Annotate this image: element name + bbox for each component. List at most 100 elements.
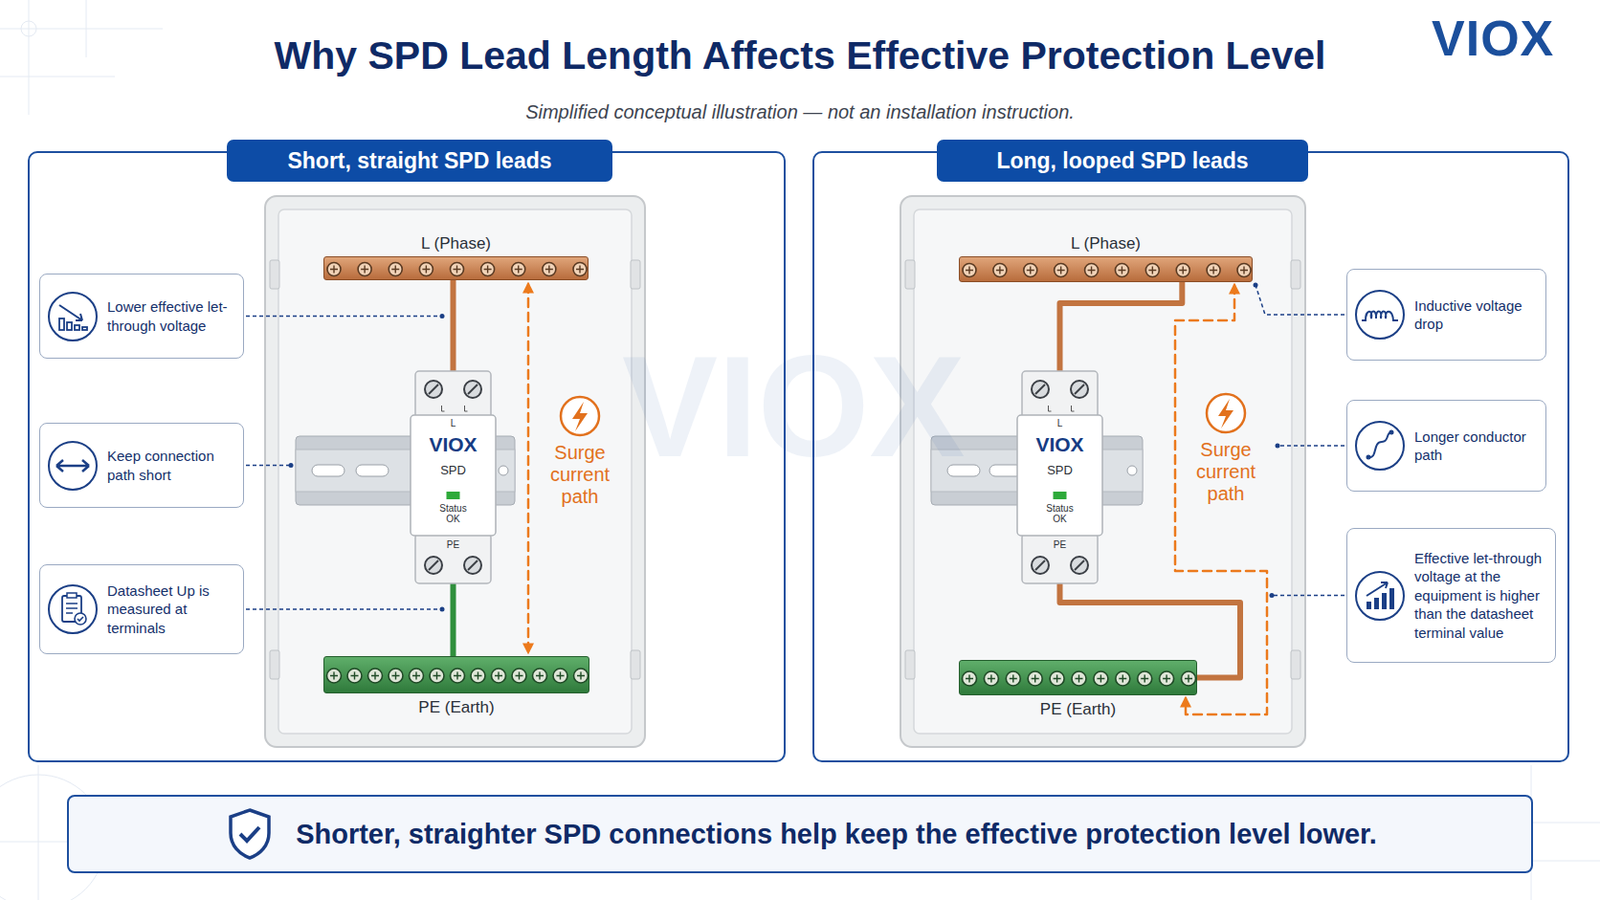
callout-box: Effective let-through voltage at the equ… [1346,528,1556,664]
title-text: Why SPD Lead Length Affects Effective Pr… [0,34,1600,78]
busbar: PE (Earth) [323,656,590,694]
drawing-part [48,442,97,490]
terminal-mark: L [1020,419,1100,430]
lightning-bolt [1218,399,1234,429]
status-led [446,491,461,500]
enclosure-clip [630,650,641,680]
terminal-mark [465,405,468,412]
terminal-screw [1031,380,1049,399]
enclosure-clip [269,650,280,680]
screw-slot [1178,266,1187,275]
enclosure-inner [913,209,1292,734]
screw-slot [1075,675,1084,684]
screw [511,263,526,277]
callout-box: Keep connection path short [39,422,245,509]
screw-slot [1240,266,1248,275]
callout-text: Lower effective let-through voltage [107,297,234,335]
drawing-part [1389,588,1395,610]
screw [450,263,465,277]
screw [1114,264,1129,278]
enclosure-clip [1290,260,1301,289]
screw [1137,671,1153,687]
screw-slot [1118,675,1127,684]
screw [1093,671,1109,687]
rail-hole [1127,466,1137,476]
screw [1049,671,1065,687]
callout-text: Effective let-through voltage at the equ… [1414,549,1546,644]
callout-text: Keep connection path short [107,446,234,485]
drawing-part [230,810,269,859]
busbar-label: PE (Earth) [418,698,494,718]
screw [327,263,341,277]
screw-slot [453,672,462,681]
callout-text: Inductive voltage drop [1414,296,1536,334]
screw [419,263,433,277]
panel-heading: Long, looped SPD leads [936,139,1309,182]
callout-icon [45,289,100,344]
rail-hole [498,466,509,476]
screw-slot [433,672,442,681]
screw [388,668,403,684]
leader-line [245,465,291,467]
screw [1071,671,1087,687]
leader-dot [1275,444,1281,449]
screw-slot [1074,384,1085,395]
screw-slot [428,384,439,395]
screw [574,668,589,684]
leader-dot [1269,593,1275,599]
brand-text: VIOX [413,434,493,456]
busbar: PE (Earth) [958,660,1198,696]
lightning-bolt [572,401,588,432]
drawing-part [1366,582,1388,597]
brand-logo: VIOX [1431,9,1555,67]
callout-box: Datasheet Up is measured at terminals [39,564,245,655]
terminal-screw [1070,556,1089,575]
screw [1023,264,1038,278]
spd-module: LVIOXSPDStatus OKPE [413,371,493,584]
enclosure-outer [900,196,1306,748]
rail-slot [947,465,980,477]
terminal-mark [442,405,445,412]
screw-slot [392,672,400,681]
screw [470,668,486,684]
spd-body [1020,371,1100,584]
device-type: SPD [413,464,493,478]
screw-slot [965,266,974,275]
rail-slot [355,465,389,477]
screw [511,668,527,684]
screw-slot [1117,266,1126,275]
spd-front [410,415,496,536]
surge-icon [560,397,600,436]
screw-slot [987,675,996,684]
terminal-screw [464,380,482,399]
screw-slot [1053,675,1062,684]
shield-icon [222,806,277,863]
drawing-part [1389,430,1395,436]
caption-text: Simplified conceptual illustration — not… [0,101,1600,124]
surge-icon [1206,394,1245,433]
screw [1159,671,1175,687]
drawing-part [56,460,89,472]
drawing-part [74,613,87,625]
screw [553,668,568,684]
terminal-screw [1070,380,1089,399]
screw-slot [1031,675,1040,684]
spd-top-block [415,371,491,420]
screw [357,263,372,277]
spd-front [1017,415,1103,536]
callout-icon [1353,569,1407,623]
copper-lead [1060,282,1183,372]
screw [1054,264,1068,278]
screw-slot [1074,560,1085,571]
spd-module: LVIOXSPDStatus OKPE [1020,371,1100,584]
screw-slot [1026,266,1035,275]
screw-slot [545,266,554,274]
drawing-part [1381,593,1387,610]
enclosure-clip [269,260,280,289]
screw [962,671,978,687]
busbar-label: L (Phase) [421,234,491,254]
screw [1181,671,1197,687]
leader-line [1255,285,1345,315]
drawing-part [240,827,260,842]
